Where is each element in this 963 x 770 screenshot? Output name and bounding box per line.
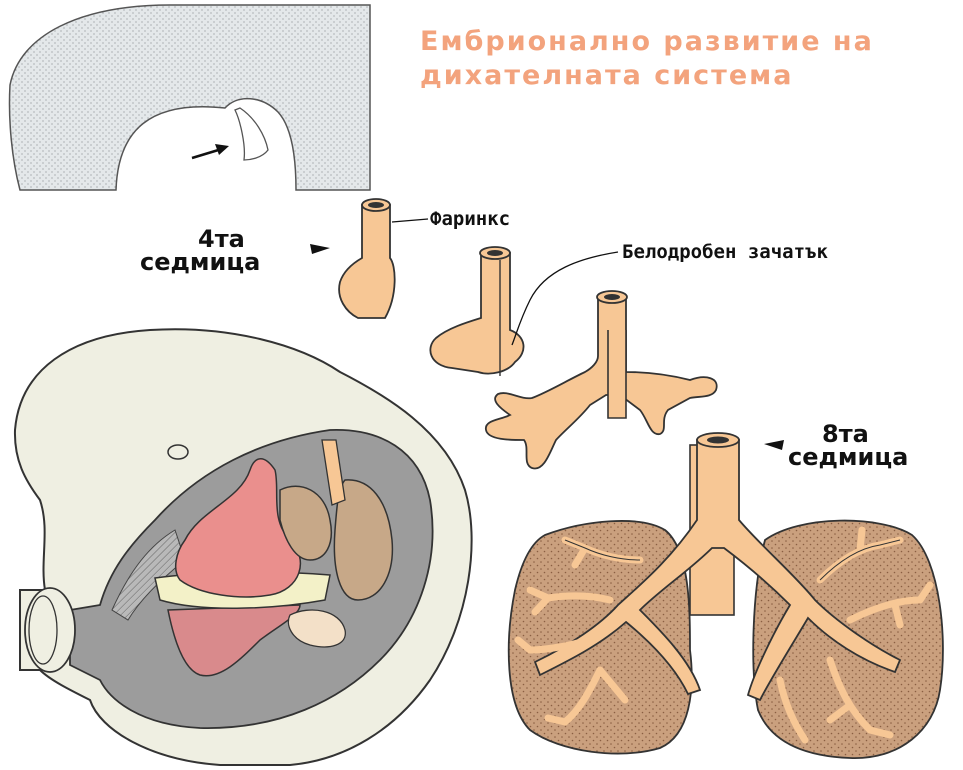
tube-lumen — [707, 437, 729, 444]
stage-2-lung-bud — [430, 247, 523, 376]
week4-arrow — [310, 244, 330, 254]
pharyngeal-pouch — [235, 108, 268, 160]
stage-1-tube — [339, 199, 395, 318]
pharynx-pointer — [392, 219, 428, 222]
label-pharynx: Фаринкс — [430, 208, 510, 230]
label-week4-word: седмица — [140, 248, 260, 276]
label-week8-word: седмица — [788, 443, 908, 471]
arrow-head — [215, 144, 229, 155]
tube-lumen — [604, 294, 620, 300]
stage-4-lungs — [509, 433, 943, 758]
stage-3-bronchi — [486, 291, 717, 469]
title-line-2: дихателната система — [420, 60, 793, 91]
title-line-1: Ембрионално развитие на — [420, 26, 874, 57]
tube-lumen — [487, 250, 503, 256]
pharynx-tube-stage1 — [339, 205, 395, 318]
late-embryo — [15, 329, 472, 765]
embryo-head-stippled — [9, 5, 370, 190]
week8-arrow — [764, 440, 784, 450]
esophagus-stage3 — [608, 330, 626, 418]
tube-lumen — [368, 202, 384, 208]
lung-bud-tube — [430, 253, 523, 374]
label-lung-bud: Белодробен зачатък — [622, 241, 828, 263]
early-embryo-section — [9, 5, 370, 190]
